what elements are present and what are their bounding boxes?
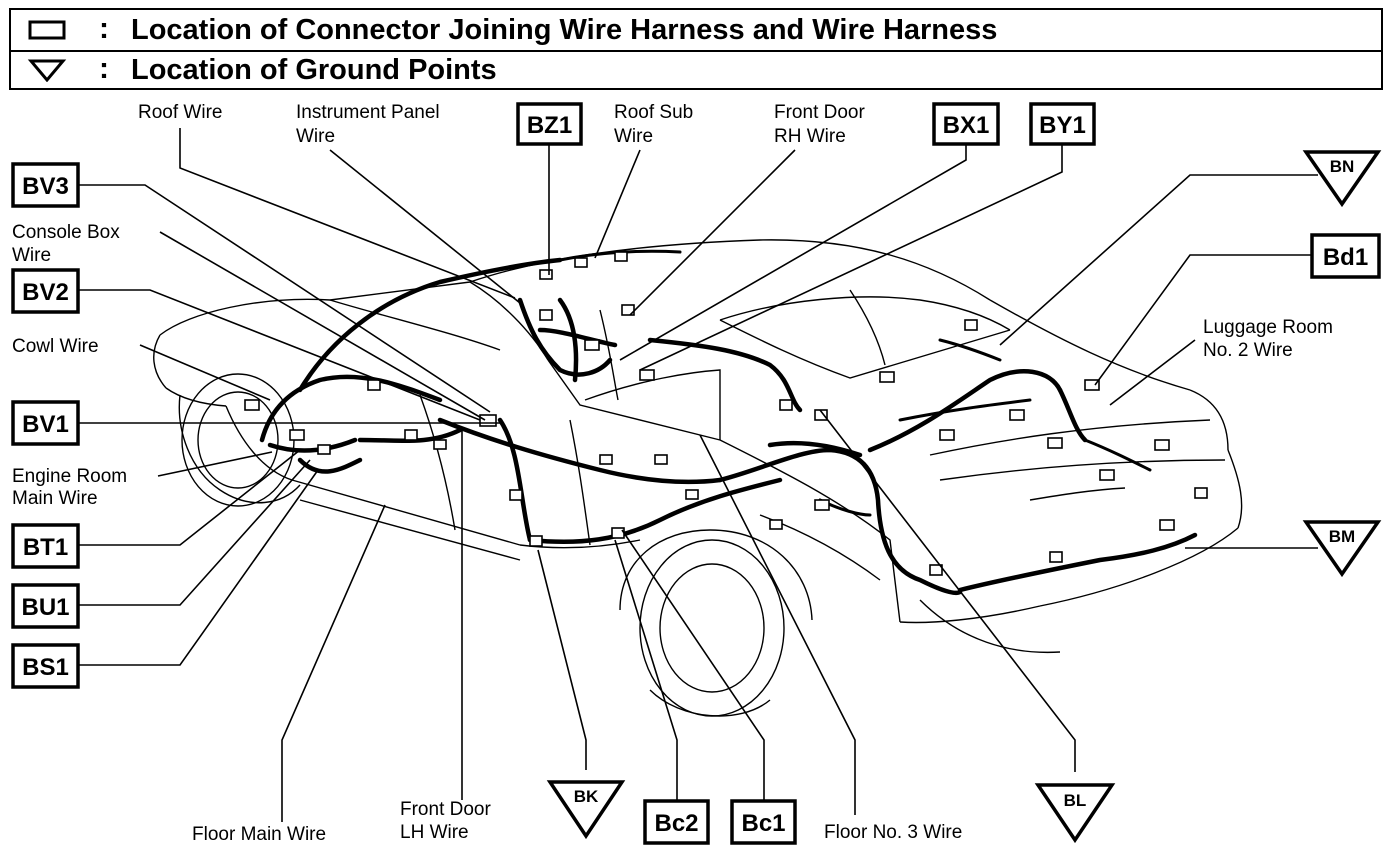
legend: : Location of Connector Joining Wire Har… [9,8,1383,90]
svg-text:BK: BK [574,787,599,806]
roof-sub-wire-label-line1: Roof Sub [614,102,693,123]
instrument-panel-wire-label-line2: Wire [296,126,335,147]
svg-text:Bc1: Bc1 [741,810,785,837]
connector-BS1: BS1 [11,643,80,689]
legend-ground-row: : Location of Ground Points [11,50,1381,90]
connector-BV2: BV2 [11,268,80,314]
roof-sub-wire-label-line2: Wire [614,126,653,147]
console-box-wire-label-line1: Console Box [12,222,120,243]
svg-text:BZ1: BZ1 [527,112,572,139]
svg-text:BX1: BX1 [943,112,990,139]
connector-BZ1: BZ1 [516,102,583,146]
engine-room-main-wire-label-line2: Main Wire [12,488,98,509]
svg-text:BS1: BS1 [22,654,69,681]
legend-connector-row: : Location of Connector Joining Wire Har… [11,10,1381,52]
svg-text:BL: BL [1064,791,1087,810]
front-door-rh-wire-label-line2: RH Wire [774,126,846,147]
legend-separator: : [99,12,109,45]
svg-text:BT1: BT1 [23,534,68,561]
connector-codes: BZ1 BX1 BY1 BV3 BV2 BV1 BT1 BU1 [11,102,1381,845]
console-box-wire-label-line2: Wire [12,245,51,266]
ground-BM: BM [1302,520,1382,578]
instrument-panel-wire-label-line1: Instrument Panel [296,102,440,123]
floor-main-wire-label: Floor Main Wire [192,824,326,845]
ground-BL: BL [1034,783,1116,844]
legend-connector-text: Location of Connector Joining Wire Harne… [131,14,998,46]
ground-triangle-icon [27,59,67,82]
ground-BK: BK [546,780,626,840]
ground-points: BN BM BK BL [546,150,1382,844]
cowl-wire-label: Cowl Wire [12,336,99,357]
front-wheel [178,373,301,507]
svg-text:BY1: BY1 [1039,112,1086,139]
engine-room-main-wire-label-line1: Engine Room [12,466,127,487]
front-door-lh-wire-label-line2: LH Wire [400,822,469,843]
svg-text:BV1: BV1 [22,411,69,438]
svg-text:BM: BM [1329,527,1355,546]
luggage-room-no2-wire-label-line2: No. 2 Wire [1203,340,1293,361]
connector-Bc2: Bc2 [643,799,710,845]
legend-separator: : [99,52,109,85]
roof-wire-label: Roof Wire [138,102,222,123]
connector-box-icon [28,20,66,40]
ground-BN: BN [1302,150,1382,208]
connector-Bc1: Bc1 [730,799,797,845]
connector-BV3: BV3 [11,162,80,208]
svg-text:BN: BN [1330,157,1355,176]
connector-BY1: BY1 [1029,102,1096,146]
connector-BT1: BT1 [11,523,80,569]
connector-BX1: BX1 [932,102,1000,146]
connector-BU1: BU1 [11,583,80,629]
svg-text:Bd1: Bd1 [1323,244,1368,271]
svg-text:BV3: BV3 [22,173,69,200]
connector-Bd1: Bd1 [1310,233,1381,279]
legend-ground-text: Location of Ground Points [131,54,497,86]
svg-text:BU1: BU1 [21,594,69,621]
connector-BV1: BV1 [11,400,80,446]
floor-no3-wire-label: Floor No. 3 Wire [824,822,962,843]
svg-text:Bc2: Bc2 [654,810,698,837]
front-door-lh-wire-label-line1: Front Door [400,799,491,820]
rear-wheel [619,529,813,717]
harness-connectors [244,251,1208,576]
luggage-room-no2-wire-label-line1: Luggage Room [1203,317,1333,338]
leader-lines [78,128,1318,822]
car-body-outline [153,239,1243,654]
svg-text:BV2: BV2 [22,279,69,306]
front-door-rh-wire-label-line1: Front Door [774,102,865,123]
wire-labels: Roof Wire Instrument Panel Wire Roof Sub… [12,102,1333,845]
